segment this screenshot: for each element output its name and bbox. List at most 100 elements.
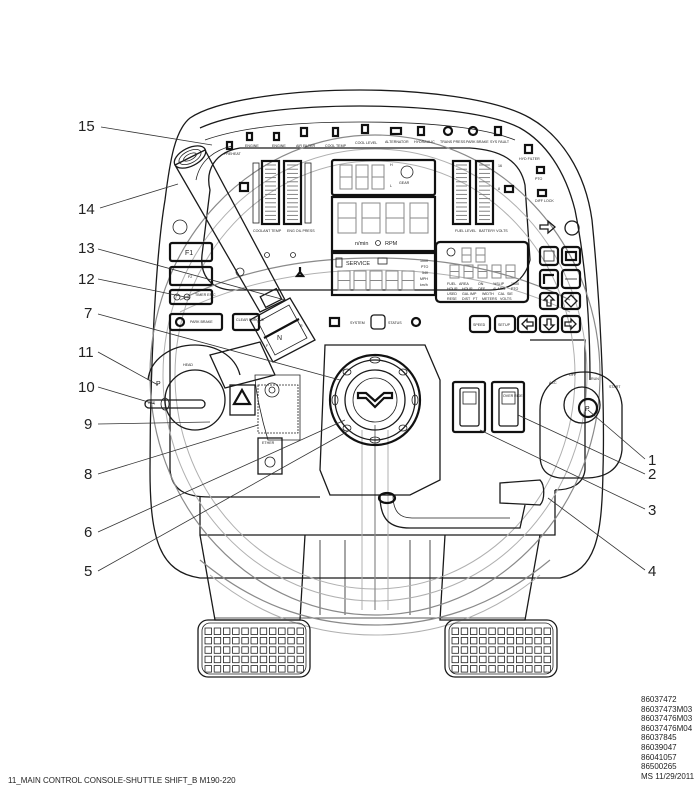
pedal-tread: [460, 665, 469, 673]
pedal-tread: [241, 646, 249, 654]
svg-text:PTO: PTO: [511, 287, 519, 291]
pedal-tread: [259, 665, 268, 673]
pedal-tread: [506, 646, 515, 654]
pedal-tread: [460, 646, 469, 654]
svg-text:CAL: CAL: [498, 292, 505, 296]
svg-text:HYD FILTER: HYD FILTER: [519, 157, 540, 161]
pedal-tread: [287, 637, 295, 645]
svg-text:ENGINE: ENGINE: [245, 144, 259, 148]
svg-text:TIMER EPIC: TIMER EPIC: [195, 293, 216, 297]
pedal-tread: [250, 627, 258, 635]
pedal-tread: [268, 627, 277, 635]
shuttle-lever[interactable]: [171, 141, 286, 313]
monitor-button[interactable]: [560, 245, 582, 267]
svg-text:1000: 1000: [511, 282, 519, 286]
pedal-tread: [534, 627, 542, 635]
system-fault-icon: SYS FAULT: [490, 125, 510, 144]
svg-text:START: START: [609, 385, 621, 389]
down-arrow-button[interactable]: [538, 314, 560, 334]
pedal-tread: [497, 637, 505, 645]
accelerator-pedal: [444, 619, 558, 678]
callout-5: 5: [84, 563, 92, 580]
pedal-tread: [497, 665, 505, 673]
pedal-tread: [296, 637, 304, 645]
part-number-list: 86037472 86037473M03 86037476M03 8603747…: [641, 695, 694, 781]
hazard-switch[interactable]: [229, 384, 256, 416]
lcd-digit: [449, 264, 460, 279]
graph-button[interactable]: [538, 268, 560, 290]
pedal-tread: [516, 646, 524, 654]
svg-text:GAL: GAL: [462, 292, 469, 296]
pedal-tread: [451, 646, 459, 654]
svg-text:DIFF LOCK: DIFF LOCK: [535, 199, 554, 203]
svg-text:HYDRAULIC: HYDRAULIC: [414, 140, 435, 144]
svg-text:ON: ON: [478, 282, 484, 286]
pedal-tread: [296, 655, 304, 664]
revision-date: MS 11/29/2011: [641, 771, 695, 781]
round-indicator: [172, 219, 188, 235]
hatch-button[interactable]: [538, 245, 560, 267]
line-button[interactable]: [560, 268, 582, 290]
svg-text:N: N: [277, 335, 282, 342]
pedal-tread: [232, 637, 240, 645]
indicator-dot: [290, 252, 296, 258]
callout-6: 6: [84, 524, 92, 541]
override-switch[interactable]: OVER RIDE: [490, 380, 526, 434]
pedal-tread: [250, 646, 258, 654]
lcd-digit: [385, 202, 405, 234]
svg-text:COOL LEVEL: COOL LEVEL: [355, 141, 377, 145]
part-number: 86041057: [641, 752, 677, 762]
ignition-switch[interactable]: P ACC OFF RUN START: [539, 371, 623, 479]
lcd-digit: [337, 270, 351, 291]
svg-text:FT: FT: [473, 297, 478, 301]
pedal-tread: [543, 665, 551, 673]
pedal-tread: [543, 627, 551, 635]
diamond-button[interactable]: [560, 291, 582, 311]
part-number: 86037845: [641, 733, 677, 743]
pedal-tread: [204, 646, 212, 654]
status-button[interactable]: [370, 314, 386, 330]
pedal-tread: [259, 646, 268, 654]
range-shifter[interactable]: [209, 341, 301, 441]
svg-text:COOL TEMP: COOL TEMP: [325, 144, 347, 148]
callout-9: 9: [84, 416, 92, 433]
setup-button[interactable]: SETUP: [493, 314, 517, 334]
pedal-tread: [488, 665, 496, 673]
clear-torque-button[interactable]: CLEAR TORQUE: [231, 312, 265, 332]
f2-button[interactable]: F2: [168, 265, 214, 287]
pedal-tread: [278, 665, 286, 673]
svg-text:ACC: ACC: [549, 381, 557, 385]
timer-button[interactable]: TIMER EPIC: [168, 288, 216, 306]
callout-15: 15: [78, 118, 95, 135]
svg-text:n/min: n/min: [355, 241, 368, 247]
pedal-tread: [525, 655, 533, 664]
hand-throttle[interactable]: [377, 479, 545, 529]
part-number: 86037472: [641, 695, 677, 704]
lcd-digit: [477, 264, 488, 279]
part-number: 86500265: [641, 762, 677, 772]
f1-button[interactable]: F1: [168, 241, 214, 263]
part-number: 86037473M03: [641, 704, 693, 714]
pedal-tread: [268, 646, 277, 654]
gear-display: H L GEAR: [330, 158, 437, 197]
diff-lock-icon: DIFF LOCK: [535, 188, 554, 203]
svg-text:PARK BRAKE: PARK BRAKE: [190, 320, 213, 324]
park-brake-button[interactable]: PARK BRAKE: [168, 312, 224, 332]
up-arrow-button[interactable]: [538, 291, 560, 311]
pedal-tread: [250, 665, 258, 673]
callout-8: 8: [84, 466, 92, 483]
pedal-tread: [250, 637, 258, 645]
rocker-switch-blank[interactable]: [451, 380, 487, 434]
pedal-tread: [213, 627, 222, 635]
svg-text:PREHEAT: PREHEAT: [224, 152, 242, 156]
pedal-tread: [534, 637, 542, 645]
left-arrow-button[interactable]: [516, 314, 538, 334]
right-arrow-button[interactable]: [560, 314, 582, 334]
pedal-tread: [268, 665, 277, 673]
indicator-dot: [264, 252, 270, 258]
arrow-indicator-icon: [539, 219, 556, 235]
speed-button[interactable]: SPEED: [468, 314, 492, 334]
pedal-tread: [516, 637, 524, 645]
ether-switch[interactable]: ETHER: [257, 437, 283, 475]
